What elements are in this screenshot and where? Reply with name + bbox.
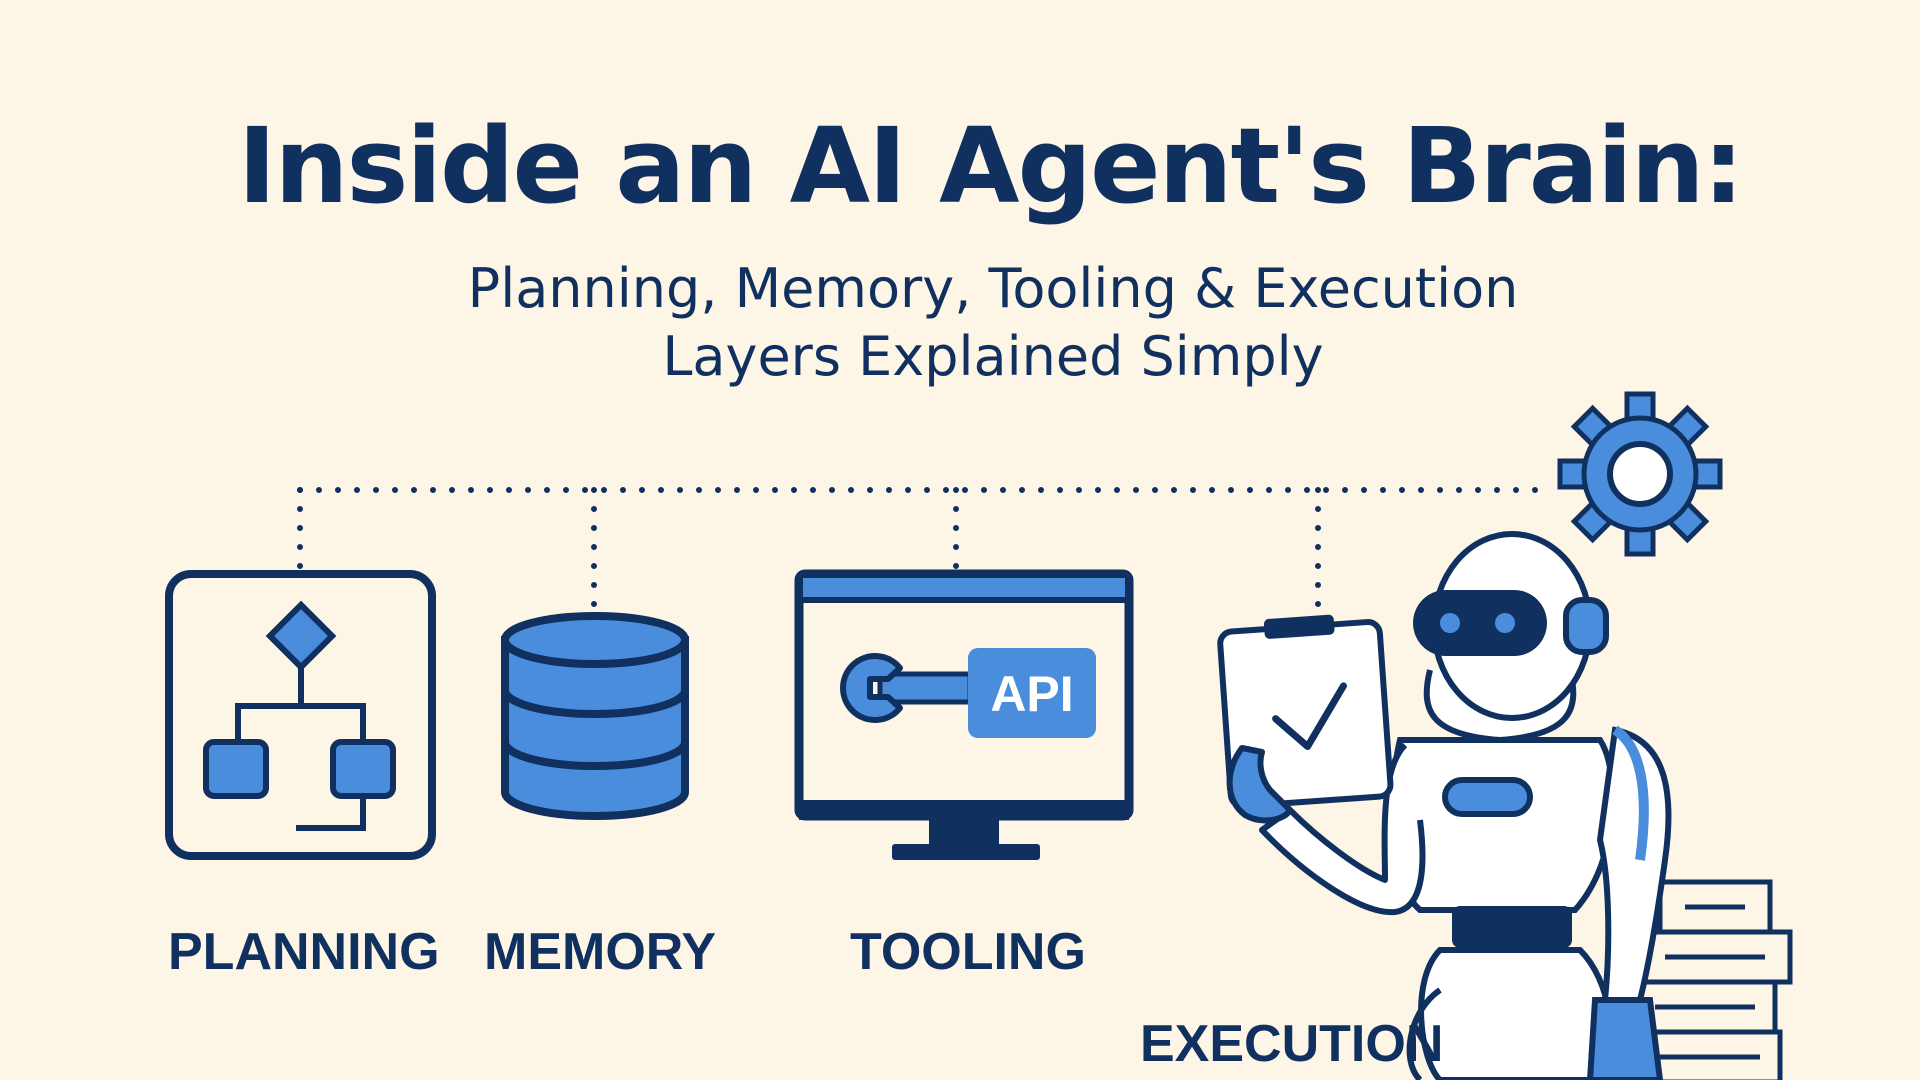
- gear-icon: [1557, 391, 1723, 557]
- tooling-label: TOOLING: [850, 923, 1086, 981]
- memory-label: MEMORY: [484, 923, 717, 981]
- dotted-connectors: [297, 487, 1548, 628]
- monitor-api-icon: API: [794, 569, 1134, 860]
- api-badge-text: API: [990, 666, 1073, 722]
- robot-icon: [1217, 531, 1672, 1080]
- flowchart-icon: [165, 570, 436, 860]
- execution-label: EXECUTION: [1140, 1015, 1444, 1073]
- database-icon: [501, 612, 689, 820]
- subtitle-line-2: Layers Explained Simply: [662, 325, 1324, 388]
- planning-label: PLANNING: [168, 923, 440, 981]
- subtitle-line-1: Planning, Memory, Tooling & Execution: [467, 257, 1519, 320]
- wrench-icon: [840, 653, 973, 723]
- page-title: Inside an AI Agent's Brain:: [237, 105, 1744, 227]
